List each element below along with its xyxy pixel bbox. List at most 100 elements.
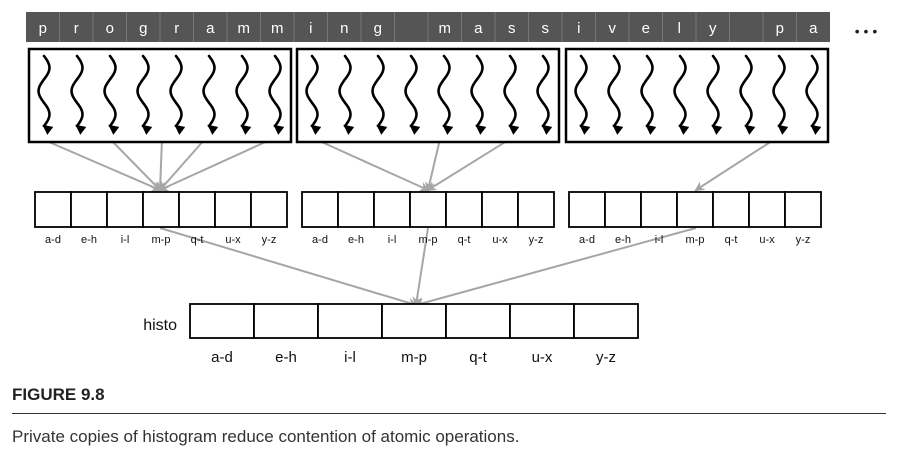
input-char: a	[474, 20, 483, 37]
input-char: g	[139, 20, 147, 37]
private-bin-label: a-d	[45, 234, 61, 246]
histo-bin-cell	[445, 303, 511, 339]
private-to-global-arrow	[412, 227, 429, 307]
histo-bin-label: m-p	[401, 349, 427, 366]
thread-icon	[739, 54, 756, 135]
private-bin-label: e-h	[348, 234, 364, 246]
input-char: p	[39, 20, 47, 37]
input-char: y	[709, 20, 717, 37]
private-bin-cell	[676, 191, 714, 228]
private-bin-label: q-t	[725, 234, 738, 246]
input-char: m	[238, 20, 251, 37]
input-char: o	[106, 20, 114, 37]
private-bin-cell	[337, 191, 375, 228]
private-bin-label: i-l	[121, 234, 130, 246]
thread-icon	[37, 54, 54, 135]
private-bin-label: y-z	[529, 234, 544, 246]
thread-icon	[706, 54, 723, 135]
thread-icon	[404, 54, 421, 135]
private-bin-label: m-p	[419, 234, 438, 246]
private-bin-cell	[748, 191, 786, 228]
private-bin-cell	[604, 191, 642, 228]
private-bin-label: a-d	[312, 234, 328, 246]
histo-bin-cell	[189, 303, 255, 339]
thread-block	[564, 47, 830, 144]
histo-bin-label: e-h	[275, 349, 297, 366]
private-bin-cell	[70, 191, 108, 228]
histo-bin-cell	[573, 303, 639, 339]
private-bin-label: a-d	[579, 234, 595, 246]
input-char: r	[74, 20, 79, 37]
block-to-private-arrow	[158, 138, 206, 192]
thread-icon	[103, 54, 120, 135]
histo-bin-label: y-z	[596, 349, 616, 366]
ellipsis-icon: • • •	[855, 23, 878, 39]
block-to-private-arrow	[41, 138, 162, 192]
histo-bin-cell	[253, 303, 319, 339]
thread-icon	[235, 54, 252, 135]
figure-label: FIGURE 9.8	[12, 385, 105, 404]
thread-icon	[607, 54, 624, 135]
block-to-private-arrow	[426, 138, 511, 192]
input-char: i	[577, 20, 580, 37]
thread-icon	[371, 54, 388, 135]
private-bin-cell	[445, 191, 483, 228]
input-char: e	[642, 20, 650, 37]
input-char: s	[508, 20, 516, 37]
private-bin-label: u-x	[225, 234, 241, 246]
private-bin-label: e-h	[81, 234, 97, 246]
private-bin-cell	[517, 191, 555, 228]
private-bin-cell	[373, 191, 411, 228]
private-to-global-arrow	[159, 227, 418, 308]
thread-block	[295, 47, 561, 144]
thread-icon	[574, 54, 591, 135]
thread-icon	[673, 54, 690, 135]
thread-icon	[202, 54, 219, 135]
input-char: v	[609, 20, 617, 37]
thread-icon	[268, 54, 285, 135]
thread-icon	[536, 54, 553, 135]
thread-icon	[169, 54, 186, 135]
block-to-private-arrow	[109, 138, 162, 192]
input-char: a	[809, 20, 818, 37]
figure-divider	[12, 413, 886, 414]
private-bin-label: y-z	[262, 234, 277, 246]
private-bin-label: u-x	[492, 234, 508, 246]
input-char: a	[206, 20, 215, 37]
private-bin-cell	[106, 191, 144, 228]
thread-icon	[437, 54, 454, 135]
histo-label: histo	[143, 317, 177, 334]
private-bin-cell	[568, 191, 606, 228]
private-bin-cell	[34, 191, 72, 228]
thread-icon	[805, 54, 822, 135]
thread-block-frame	[564, 47, 830, 144]
private-bin-cell	[178, 191, 216, 228]
histo-bin-cell	[509, 303, 575, 339]
private-bin-cell	[214, 191, 252, 228]
thread-icon	[136, 54, 153, 135]
private-bin-label: m-p	[686, 234, 705, 246]
private-bin-cell	[712, 191, 750, 228]
histo-bin-label: a-d	[211, 349, 233, 366]
private-bin-label: i-l	[388, 234, 397, 246]
block-to-private-arrow	[424, 138, 441, 192]
histo-bin-label: i-l	[344, 349, 356, 366]
private-bin-label: u-x	[759, 234, 775, 246]
private-bin-label: q-t	[191, 234, 204, 246]
input-char: p	[776, 20, 784, 37]
private-bin-label: y-z	[796, 234, 811, 246]
thread-icon	[640, 54, 657, 135]
input-char: l	[678, 20, 681, 37]
private-bin-cell	[784, 191, 822, 228]
thread-block-frame	[27, 47, 293, 144]
private-bin-cell	[250, 191, 288, 228]
thread-icon	[338, 54, 355, 135]
private-bin-cell	[640, 191, 678, 228]
private-bin-cell	[142, 191, 180, 228]
private-bin-cell	[481, 191, 519, 228]
